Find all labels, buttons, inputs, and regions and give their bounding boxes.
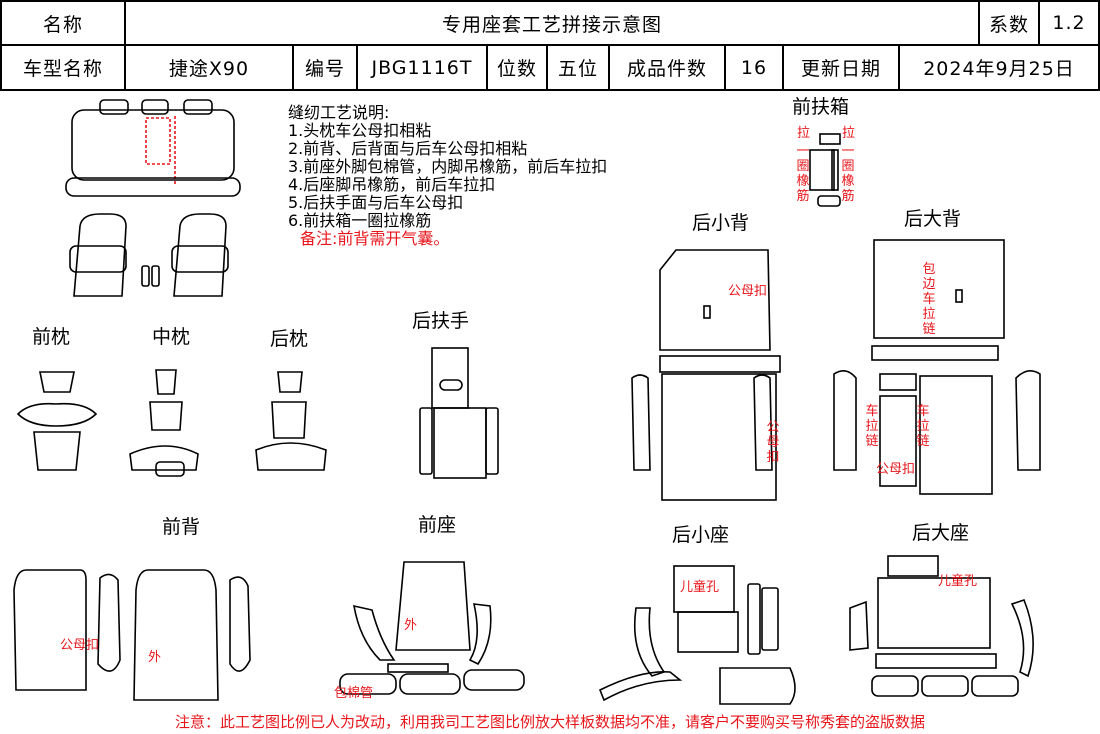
- front-seat-pieces: [339, 561, 525, 695]
- annotation-pull-chain-left: 车拉链: [865, 404, 879, 449]
- note-item: 4.后座脚吊橡筋，前后车拉扣: [288, 175, 496, 194]
- date-label: 更新日期: [800, 58, 881, 80]
- front-back-pieces: [13, 569, 251, 701]
- annotation-snap-big-back: 公母扣: [876, 462, 916, 477]
- note-item: 1.头枕车公母扣相粘: [288, 121, 432, 140]
- footer-warning: 注意：此工艺图比例已人为改动，利用我司工艺图比例放大样板数据均不准，请客户不要购…: [174, 713, 925, 731]
- label-rear-small-back: 后小背: [692, 212, 750, 234]
- label-front-pillow: 前枕: [32, 326, 71, 348]
- sewing-notes: 缝纫工艺说明: 1.头枕车公母扣相粘 2.前背、后背面与后车公母扣相粘 3.前座…: [288, 104, 607, 248]
- note-item: 3.前座外脚包棉管，内脚吊橡筋，前后车拉扣: [288, 157, 608, 176]
- notes-remark: 备注:前背需开气囊。: [300, 229, 450, 248]
- front-box-pieces: [809, 133, 841, 207]
- annotation-pull-chain-right: 车拉链: [916, 404, 930, 449]
- car-label: 车型名称: [22, 58, 103, 80]
- seat-overview: [65, 99, 241, 297]
- annotation-edge-pull-chain: 包边车拉链: [922, 262, 936, 337]
- annotation-outer-front-seat: 外: [404, 618, 418, 633]
- notes-heading: 缝纫工艺说明:: [288, 103, 390, 122]
- pillow-pieces: [16, 369, 327, 477]
- label-middle-pillow: 中枕: [152, 326, 191, 348]
- label-rear-big-seat: 后大座: [912, 522, 970, 544]
- label-rear-armrest: 后扶手: [412, 310, 470, 332]
- coef-value: 1.2: [1052, 12, 1086, 34]
- pieces-label: 成品件数: [626, 58, 707, 80]
- annotation-child-hole-big: 儿童孔: [938, 574, 978, 589]
- note-item: 2.前背、后背面与后车公母扣相粘: [288, 139, 528, 158]
- pieces-value: 16: [740, 56, 768, 79]
- annotation-child-hole-small: 儿童孔: [680, 580, 720, 595]
- label-front-seat: 前座: [418, 514, 457, 536]
- annotation-outer-front-back: 外: [148, 650, 162, 665]
- annotation-snap-small-back: 公母扣: [728, 284, 768, 299]
- diagram-title: 专用座套工艺拼接示意图: [441, 13, 662, 36]
- code-label: 编号: [304, 58, 345, 80]
- label-rear-big-back: 后大背: [904, 208, 962, 230]
- name-label: 名称: [42, 13, 83, 36]
- note-item: 5.后扶手面与后车公母扣: [288, 193, 464, 212]
- seats-value: 五位: [557, 58, 598, 80]
- code-value: JBG1116T: [371, 56, 473, 79]
- car-value: 捷途X90: [168, 58, 250, 80]
- annotation-cotton-tube: 包棉管: [334, 686, 374, 701]
- note-item: 6.前扶箱一圈拉橡筋: [288, 211, 432, 230]
- annotation-loop-elastic-left: 一圈橡筋: [796, 144, 810, 204]
- rear-small-back-pieces: [631, 249, 781, 501]
- rear-small-seat-pieces: [598, 565, 796, 705]
- rear-big-back-pieces: [833, 239, 1041, 495]
- label-rear-small-seat: 后小座: [672, 524, 730, 546]
- rear-armrest-pieces: [419, 347, 499, 479]
- annotation-snap-front-back: 公母扣: [60, 638, 100, 653]
- label-rear-pillow: 后枕: [270, 328, 309, 350]
- label-front-box: 前扶箱: [792, 96, 850, 118]
- annotation-pull-left: 拉: [797, 126, 811, 141]
- annotation-snap-small-back-vertical: 公母扣: [766, 420, 780, 465]
- annotation-loop-elastic-right: 一圈橡筋: [841, 144, 855, 204]
- date-value: 2024年9月25日: [923, 58, 1075, 80]
- rear-big-seat-pieces: [849, 555, 1034, 697]
- coef-label: 系数: [988, 13, 1029, 36]
- annotation-pull-right: 拉: [842, 126, 856, 141]
- label-front-back: 前背: [162, 516, 201, 538]
- seats-label: 位数: [496, 58, 537, 80]
